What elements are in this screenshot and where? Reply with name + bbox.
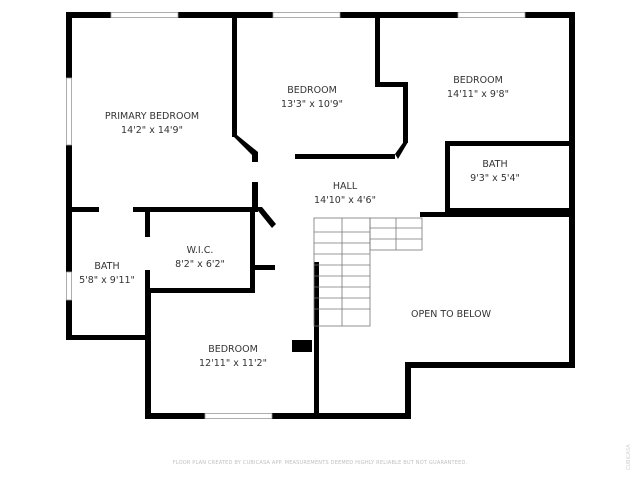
room-name: BEDROOM [208, 344, 258, 355]
room-dims: 5'8" x 9'11" [79, 275, 135, 286]
room-dims: 14'10" x 4'6" [314, 195, 376, 206]
walls [66, 12, 575, 419]
room-bedroom-2: BEDROOM 13'3" x 10'9" [281, 84, 343, 112]
room-bedroom-4: BEDROOM 12'11" x 11'2" [199, 343, 267, 371]
room-dims: 8'2" x 6'2" [175, 259, 225, 270]
room-name: HALL [332, 181, 358, 192]
windows [66, 12, 526, 419]
room-bath-1: BATH 9'3" x 5'4" [470, 158, 520, 186]
room-dims: 14'2" x 14'9" [121, 125, 183, 136]
room-name: BATH [482, 159, 508, 170]
room-name: OPEN TO BELOW [411, 309, 491, 320]
room-name: BEDROOM [287, 85, 337, 96]
room-dims: 9'3" x 5'4" [470, 173, 520, 184]
room-hall: HALL 14'10" x 4'6" [314, 180, 376, 208]
room-bath-2: BATH 5'8" x 9'11" [79, 260, 135, 288]
disclaimer-footer: FLOOR PLAN CREATED BY CUBICASA APP. MEAS… [172, 460, 468, 466]
room-name: PRIMARY BEDROOM [104, 111, 200, 122]
room-name: BATH [94, 261, 120, 272]
room-dims: 14'11" x 9'8" [447, 89, 509, 100]
cubicasa-logo: CUBICASA [626, 444, 632, 470]
room-primary-bedroom: PRIMARY BEDROOM 14'2" x 14'9" [105, 110, 199, 138]
room-name: BEDROOM [453, 75, 503, 86]
room-wic: W.I.C. 8'2" x 6'2" [175, 244, 225, 272]
stairs [313, 217, 423, 327]
room-dims: 12'11" x 11'2" [199, 358, 267, 369]
room-open-to-below: OPEN TO BELOW [411, 308, 491, 322]
room-bedroom-3: BEDROOM 14'11" x 9'8" [447, 74, 509, 102]
room-name: W.I.C. [186, 245, 214, 256]
room-dims: 13'3" x 10'9" [281, 99, 343, 110]
